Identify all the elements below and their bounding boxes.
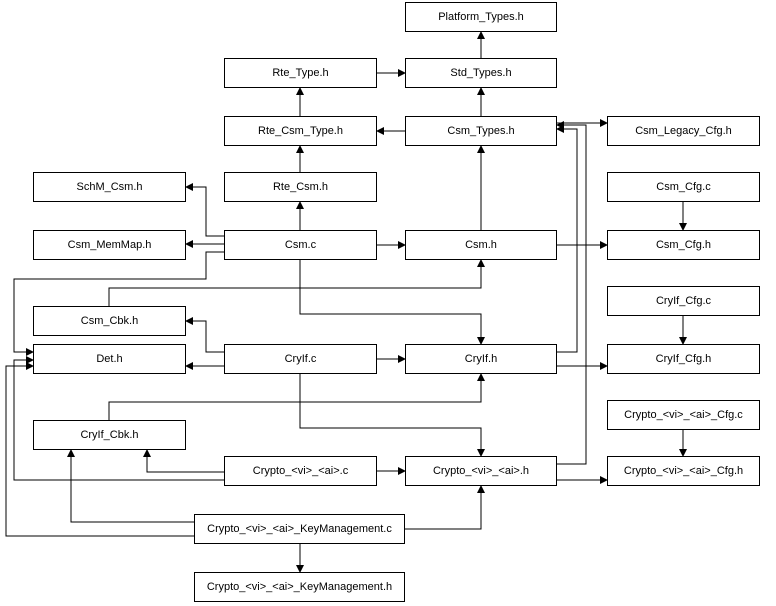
arrow-csmcbk-to-csmh: [108, 259, 485, 306]
node-csm-cbk-h: Csm_Cbk.h: [33, 306, 186, 336]
node-csm-h: Csm.h: [405, 230, 557, 260]
arrow-keymgmt-to-cryifcbk: [67, 449, 194, 523]
node-crypto-cfg-h: Crypto_<vi>_<ai>_Cfg.h: [607, 456, 760, 486]
node-csm-types-h: Csm_Types.h: [405, 116, 557, 146]
node-crypto-cfg-c: Crypto_<vi>_<ai>_Cfg.c: [607, 400, 760, 430]
node-cryif-h: CryIf.h: [405, 344, 557, 374]
arrow-csmc-to-schm: [185, 183, 224, 237]
node-csm-cfg-h: Csm_Cfg.h: [607, 230, 760, 260]
node-cryif-cfg-c: CryIf_Cfg.c: [607, 286, 760, 316]
arrow-cryptoc-to-cryifcbk: [143, 449, 224, 473]
arrow-csmc-to-cryifh: [299, 260, 485, 345]
node-schm-csm-h: SchM_Csm.h: [33, 172, 186, 202]
node-csm-cfg-c: Csm_Cfg.c: [607, 172, 760, 202]
node-csm-memmap-h: Csm_MemMap.h: [33, 230, 186, 260]
node-platform-types-h: Platform_Types.h: [405, 2, 557, 32]
arrow-cryifcbk-to-cryifh: [108, 373, 485, 420]
node-crypto-keymanagement-c: Crypto_<vi>_<ai>_KeyManagement.c: [194, 514, 405, 544]
arrow-csmc-to-det: [13, 251, 224, 356]
node-rte-csm-type-h: Rte_Csm_Type.h: [224, 116, 377, 146]
node-crypto-keymanagement-h: Crypto_<vi>_<ai>_KeyManagement.h: [194, 572, 405, 602]
arrow-cryifc-to-csmcbk: [185, 317, 224, 353]
arrow-keymgmt-to-cryptoh: [405, 485, 485, 530]
node-rte-csm-h: Rte_Csm.h: [224, 172, 377, 202]
node-crypto-h: Crypto_<vi>_<ai>.h: [405, 456, 557, 486]
arrow-keymgmt-to-det: [5, 362, 194, 537]
node-csm-legacy-cfg-h: Csm_Legacy_Cfg.h: [607, 116, 760, 146]
node-cryif-cfg-h: CryIf_Cfg.h: [607, 344, 760, 374]
node-rte-type-h: Rte_Type.h: [224, 58, 377, 88]
node-cryif-c: CryIf.c: [224, 344, 377, 374]
node-det-h: Det.h: [33, 344, 186, 374]
node-cryif-cbk-h: CryIf_Cbk.h: [33, 420, 186, 450]
node-std-types-h: Std_Types.h: [405, 58, 557, 88]
node-crypto-c: Crypto_<vi>_<ai>.c: [224, 456, 377, 486]
arrow-cryifh-to-csmtypes: [556, 125, 578, 353]
arrow-cryptoc-to-det: [13, 356, 224, 481]
node-csm-c: Csm.c: [224, 230, 377, 260]
arrow-cryptoh-to-csmtypes: [556, 121, 587, 465]
arrow-cryifc-to-cryptoh: [299, 374, 485, 457]
